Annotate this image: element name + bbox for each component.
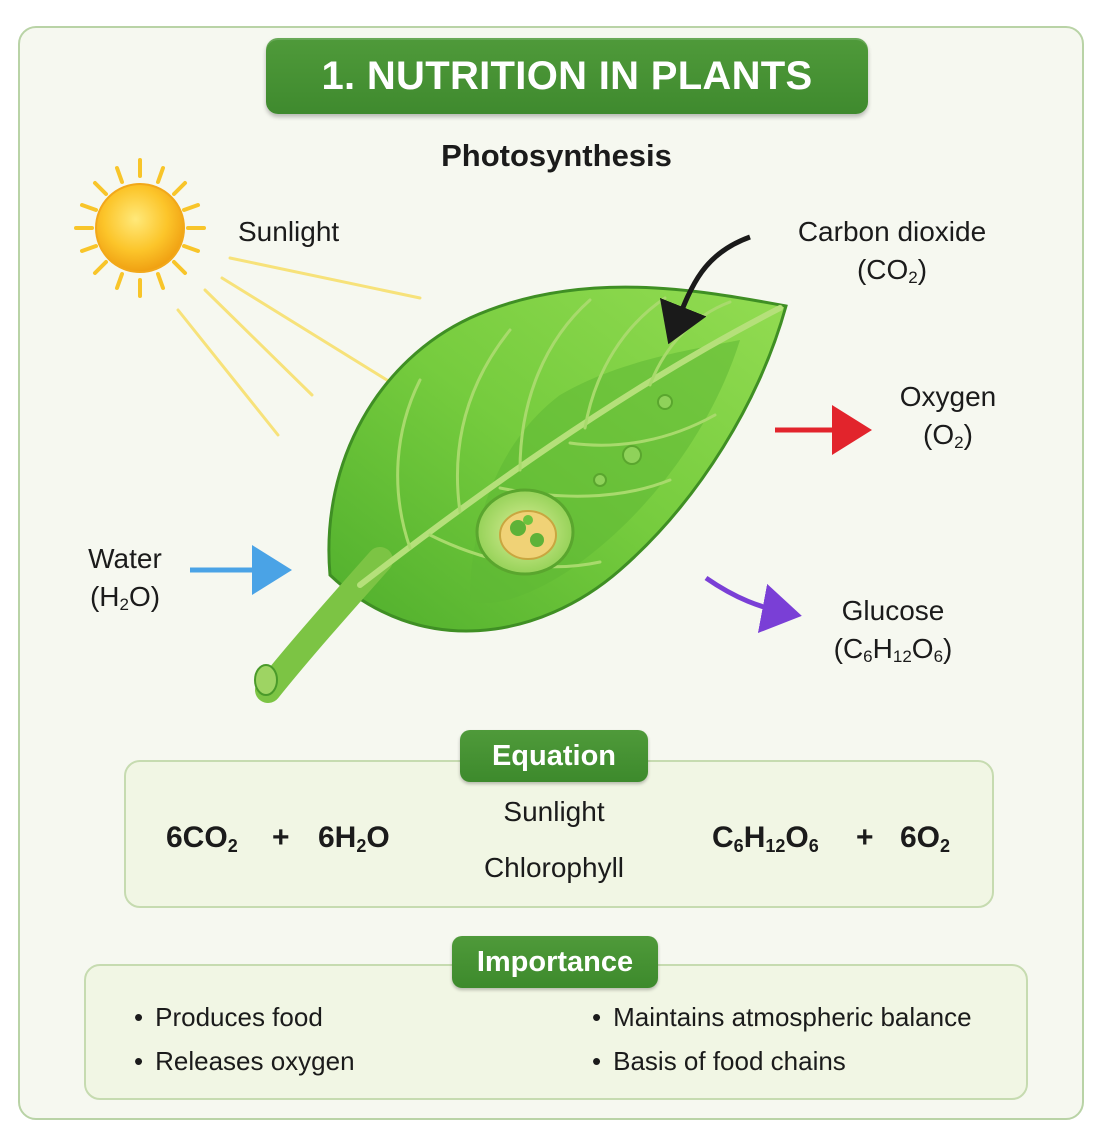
carbon-dioxide-label: Carbon dioxide (CO2) [784, 213, 1000, 289]
h2o-formula: (H2O) [89, 581, 161, 614]
co2-arrow [659, 234, 751, 345]
product-oxygen: 6O2 [900, 821, 951, 856]
o2-formula: (O2) [923, 419, 973, 452]
sunlight-rays [176, 256, 422, 437]
product-glucose: C6H12O6 [712, 821, 819, 856]
sun-icon [74, 158, 206, 298]
list-item: Basis of food chains [592, 1044, 846, 1078]
list-item: Maintains atmospheric balance [592, 1000, 971, 1034]
leaf-illustration [254, 285, 788, 703]
water-label: Water (H2O) [70, 540, 180, 616]
plus-sign: + [856, 821, 874, 854]
glucose-formula: (C6H12O6) [833, 633, 953, 666]
plus-sign: + [272, 821, 290, 854]
list-item: Releases oxygen [134, 1044, 354, 1078]
page-title: 1. NUTRITION IN PLANTS [321, 53, 813, 98]
glucose-arrow [704, 575, 802, 634]
importance-heading: Importance [452, 936, 658, 988]
sunlight-label: Sunlight [238, 216, 340, 247]
co2-formula: (CO2) [856, 254, 928, 287]
reactant-h2o: 6H2O [318, 821, 390, 856]
glucose-label: Glucose (C6H12O6) [818, 592, 968, 668]
equation-box [124, 760, 994, 908]
equation-heading: Equation [460, 730, 648, 782]
oxygen-label: Oxygen (O2) [880, 378, 1016, 454]
condition-chlorophyll: Chlorophyll [483, 852, 625, 883]
condition-sunlight: Sunlight [503, 796, 605, 827]
reactant-co2: 6CO2 [166, 821, 238, 856]
subtitle: Photosynthesis [441, 138, 672, 173]
chloroplast-icon [475, 394, 673, 576]
list-item: Produces food [134, 1000, 323, 1034]
title-banner: 1. NUTRITION IN PLANTS [266, 38, 868, 114]
